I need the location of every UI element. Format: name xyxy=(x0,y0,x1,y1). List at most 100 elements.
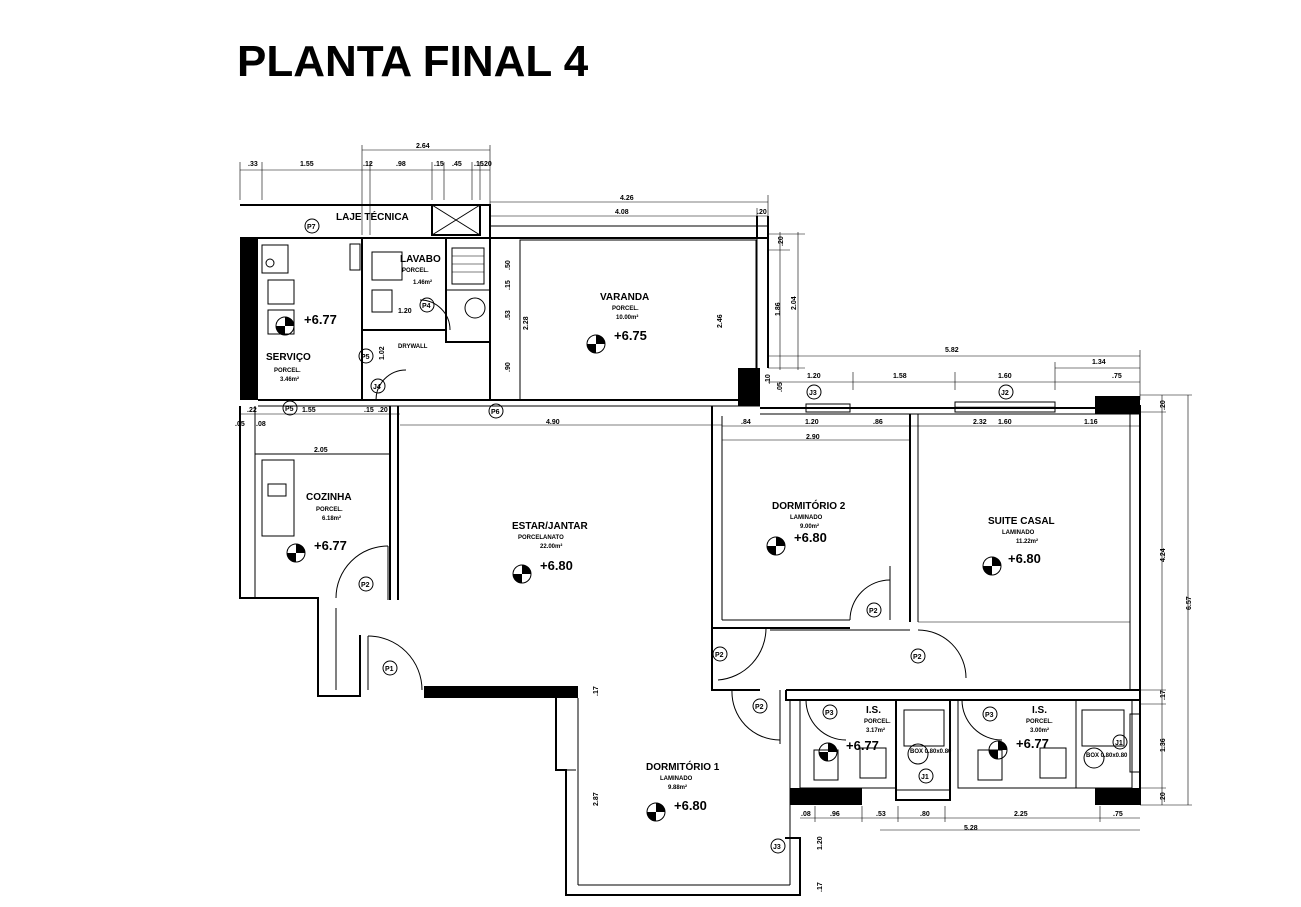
dim-lav-15: .15 xyxy=(505,280,512,290)
dim-lav-90: .90 xyxy=(505,362,512,372)
right-side-dims xyxy=(1140,394,1192,806)
dim-top-1: .33 xyxy=(248,161,258,168)
exterior-walls xyxy=(239,204,1141,896)
tag-j1-is1: J1 xyxy=(921,774,929,781)
dim-right-b: 1.58 xyxy=(893,373,907,380)
dim-top-2: 1.55 xyxy=(300,161,314,168)
dim-top-3: .12 xyxy=(363,161,373,168)
dim-bottom-d: .80 xyxy=(920,811,930,818)
dim-top-total: 2.64 xyxy=(416,143,430,150)
room-dorm1-finish: LAMINADO xyxy=(660,776,693,782)
tag-j3-top: J3 xyxy=(809,390,817,397)
room-is2-area: 3.00m² xyxy=(1030,727,1049,734)
room-estar-finish: PORCELANATO xyxy=(518,535,564,541)
tag-j3-dorm1: J3 xyxy=(773,844,781,851)
level-marker-icon xyxy=(766,536,786,556)
room-varanda-name: VARANDA xyxy=(600,292,649,303)
level-marker-icon xyxy=(275,316,295,336)
dim-top-5: .15 xyxy=(434,161,444,168)
level-marker-icon xyxy=(818,742,838,762)
room-is2-finish: PORCEL. xyxy=(1026,719,1053,725)
room-laje-tecnica: LAJE TÉCNICA xyxy=(336,210,409,223)
room-cozinha-area: 6.18m² xyxy=(322,515,341,522)
tag-p2-hall: P2 xyxy=(715,652,724,659)
dim-left-f: .20 xyxy=(378,407,388,414)
room-varanda-finish: PORCEL. xyxy=(612,306,639,312)
dim-lav-50: .50 xyxy=(505,260,512,270)
dim-bottom-a: .08 xyxy=(801,811,811,818)
room-lavabo-area: 1.46m² xyxy=(413,279,432,286)
room-estar-area: 22.00m² xyxy=(540,543,562,550)
room-servico-area: 3.46m² xyxy=(280,376,299,383)
dim-cozinha-205: 2.05 xyxy=(314,447,328,454)
room-cozinha-name: COZINHA xyxy=(306,492,352,503)
level-marker-icon xyxy=(982,556,1002,576)
dim-mid-a: .84 xyxy=(741,419,751,426)
dim-d1-120: 1.20 xyxy=(817,836,824,850)
room-lavabo-name: LAVABO xyxy=(400,254,441,265)
dim-bottom-f: .75 xyxy=(1113,811,1123,818)
dim-bottom-528: 5.28 xyxy=(964,825,978,832)
dim-rs-4: .17 xyxy=(1160,690,1167,700)
dim-lav-53: .53 xyxy=(505,310,512,320)
room-varanda-level: +6.75 xyxy=(614,328,647,343)
level-marker-icon xyxy=(586,334,606,354)
fixtures xyxy=(261,243,1125,781)
tag-j1-is2: J1 xyxy=(1115,740,1123,747)
dim-top-7: .15 xyxy=(474,161,484,168)
room-is2-name: I.S. xyxy=(1032,705,1047,716)
dim-mid-290: 2.90 xyxy=(806,434,820,441)
tag-p5-b: P5 xyxy=(285,406,294,413)
room-suite-name: SUITE CASAL xyxy=(988,516,1055,527)
tag-j4-servico: J4 xyxy=(373,384,381,391)
dim-right-c: 1.60 xyxy=(998,373,1012,380)
tag-p2-suite: P2 xyxy=(913,654,922,661)
room-lavabo-finish: PORCEL. xyxy=(402,268,429,274)
shower-label-2: BOX 0.80x0.80 xyxy=(1086,753,1128,759)
room-is1-finish: PORCEL. xyxy=(864,719,891,725)
interior-walls xyxy=(255,237,1140,801)
dim-lav-228: 2.28 xyxy=(523,316,530,330)
dim-top-8: .20 xyxy=(482,161,492,168)
room-cozinha-finish: PORCEL. xyxy=(316,507,343,513)
dim-rs-5: 1.36 xyxy=(1160,738,1167,752)
bottom-dims xyxy=(800,806,1140,831)
dim-left-c: .08 xyxy=(256,421,266,428)
dim-mid-f: 1.16 xyxy=(1084,419,1098,426)
dim-mid-490: 4.90 xyxy=(546,419,560,426)
dim-rs-3: 6.57 xyxy=(1186,596,1193,610)
dim-rs-6: .20 xyxy=(1160,792,1167,802)
room-dorm1-level: +6.80 xyxy=(674,798,707,813)
dim-varanda-r2: 1.86 xyxy=(775,302,782,316)
dim-d1-287: 2.87 xyxy=(593,792,600,806)
room-is2-level: +6.77 xyxy=(1016,736,1049,751)
tag-p3-is2: P3 xyxy=(985,712,994,719)
room-is1-name: I.S. xyxy=(866,705,881,716)
room-is1-level: +6.77 xyxy=(846,738,879,753)
tag-p2-cozinha: P2 xyxy=(361,582,370,589)
drywall-note: DRYWALL xyxy=(398,344,428,350)
room-suite-level: +6.80 xyxy=(1008,551,1041,566)
level-marker-icon xyxy=(646,802,666,822)
dim-left-e: .15 xyxy=(364,407,374,414)
dim-right-a: 1.20 xyxy=(807,373,821,380)
dim-mid-d: 2.32 xyxy=(973,419,987,426)
door-window-tags: P7 P4 P5 J4 P5 P6 P2 P1 P2 P2 P2 P2 P3 P… xyxy=(282,218,1128,854)
top-dimension-lines xyxy=(239,145,769,235)
room-estar-name: ESTAR/JANTAR xyxy=(512,521,589,532)
dim-rs-2: 4.24 xyxy=(1160,548,1167,562)
dim-d1-17: .17 xyxy=(817,882,824,892)
room-varanda-area: 10.00m² xyxy=(616,314,638,321)
tag-p2-dorm1: P2 xyxy=(755,704,764,711)
right-upper-dims xyxy=(768,350,1141,400)
dim-top-4: .98 xyxy=(396,161,406,168)
dim-d1-top17: .17 xyxy=(593,686,600,696)
tag-p6: P6 xyxy=(491,409,500,416)
dim-varanda-r1: .20 xyxy=(778,236,785,246)
room-dorm2-level: +6.80 xyxy=(794,530,827,545)
room-dorm2-name: DORMITÓRIO 2 xyxy=(772,499,846,512)
room-dorm2-finish: LAMINADO xyxy=(790,515,823,521)
dim-bottom-e: 2.25 xyxy=(1014,811,1028,818)
tag-p3-is1: P3 xyxy=(825,710,834,717)
